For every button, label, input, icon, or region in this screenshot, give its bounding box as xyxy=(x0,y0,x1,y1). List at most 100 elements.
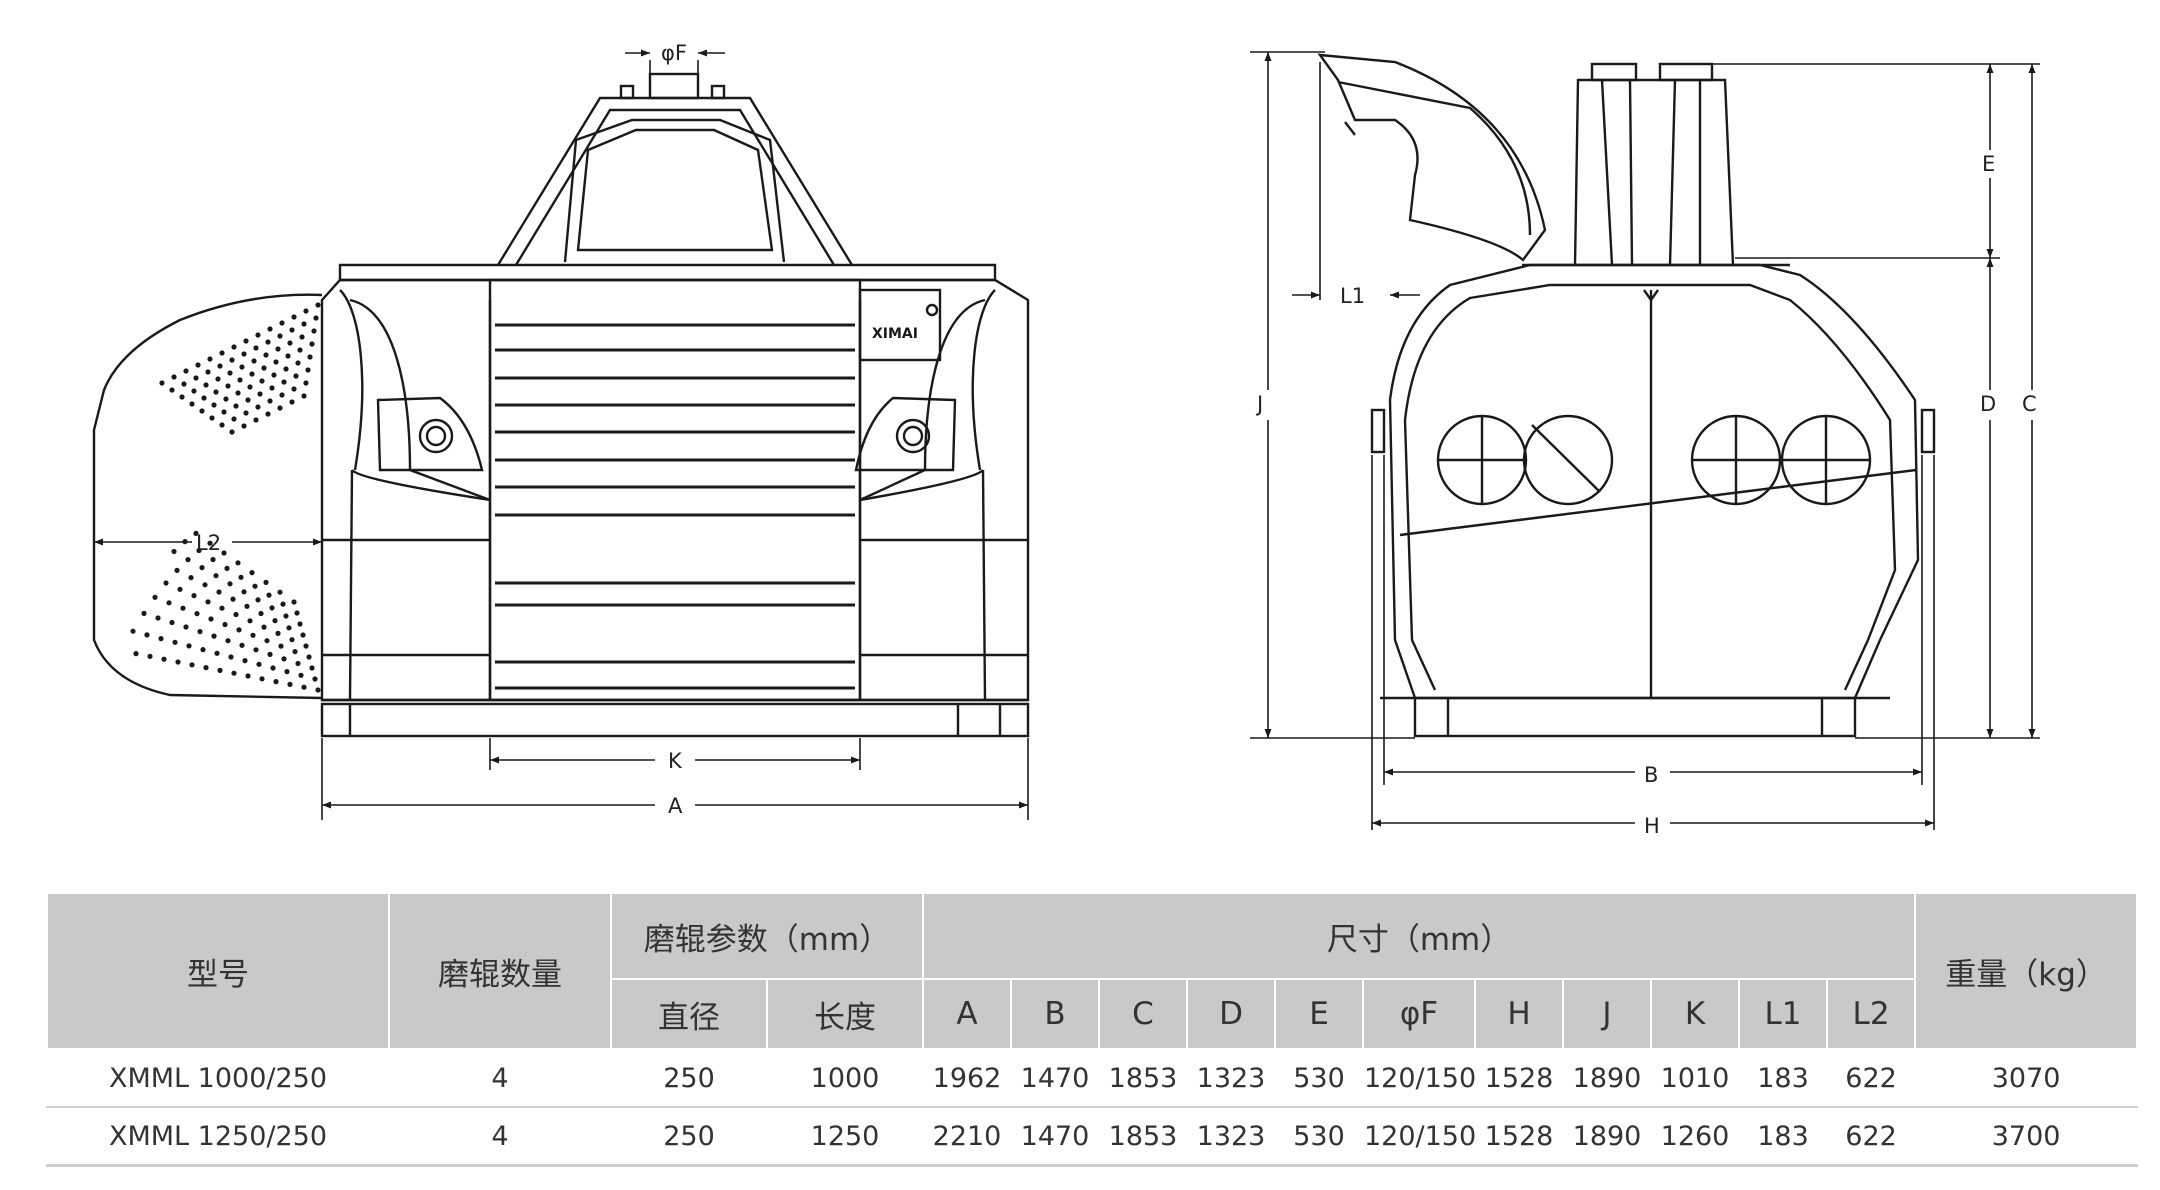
cell-length: 1000 xyxy=(766,1048,924,1108)
perforation-dot xyxy=(298,672,304,678)
perforation-dot xyxy=(266,592,272,598)
front-view xyxy=(320,72,1030,738)
perforation-dot xyxy=(241,423,247,429)
perforation-dot xyxy=(294,610,300,616)
perforation-dot xyxy=(284,669,290,675)
perforation-dot xyxy=(243,410,249,416)
perforation-dot xyxy=(159,380,165,386)
perforation-dot xyxy=(241,589,247,595)
cell-diameter: 250 xyxy=(610,1048,768,1108)
table-header-row-1: 型号 磨辊数量 磨辊参数（mm） 尺寸（mm） 重量（kg） xyxy=(46,892,2139,1050)
perforation-dot xyxy=(175,659,181,665)
perforation-dot xyxy=(297,621,303,627)
header-dim-A: A xyxy=(922,978,1012,1050)
perforation-dot xyxy=(255,597,261,603)
perforation-dot xyxy=(281,656,287,662)
perforation-dot xyxy=(231,670,237,676)
perforation-dot xyxy=(236,627,242,633)
dim-label-E: E xyxy=(1982,152,1995,176)
perforation-dot xyxy=(259,676,265,682)
cell-dim-L2: 622 xyxy=(1825,1048,1917,1108)
perforation-dot xyxy=(199,565,205,571)
front-base xyxy=(320,702,1030,738)
header-dim-H: H xyxy=(1474,978,1564,1050)
perforation-dot xyxy=(155,615,161,621)
perforation-dot xyxy=(205,369,211,375)
cell-dim-E: 530 xyxy=(1274,1048,1364,1108)
perforation-dot xyxy=(166,600,172,606)
header-model: 型号 xyxy=(46,892,390,1050)
perforation-dot xyxy=(235,390,241,396)
header-dim-L2: L2 xyxy=(1825,978,1917,1050)
table-row: XMML 1250/250 4 250 1250 2210 1470 1853 … xyxy=(46,1106,2139,1167)
perforation-dot xyxy=(209,415,215,421)
perforation-dot xyxy=(193,375,199,381)
perforation-dot xyxy=(174,567,180,574)
cell-diameter: 250 xyxy=(610,1106,768,1167)
perforation-dot xyxy=(215,376,221,382)
cell-dim-D: 1323 xyxy=(1186,1048,1276,1108)
perforation-dot xyxy=(285,353,291,359)
perforation-dot xyxy=(283,366,289,372)
perforation-dot xyxy=(315,302,321,308)
perforation-dot xyxy=(312,676,318,682)
perforation-dot xyxy=(207,540,213,546)
perforation-dot xyxy=(263,352,269,358)
perforation-dot xyxy=(303,380,309,386)
perforation-dot xyxy=(247,384,253,390)
perforation-dot xyxy=(219,350,225,356)
perforation-dot xyxy=(269,605,275,611)
perforation-dot xyxy=(130,628,136,634)
perforation-dot xyxy=(235,560,241,566)
cell-weight: 3700 xyxy=(1914,1106,2139,1167)
perforation-dot xyxy=(253,345,259,351)
perforation-dot xyxy=(189,662,195,668)
perforation-dot xyxy=(197,629,203,635)
perforation-dot xyxy=(194,611,200,617)
dim-label-D: D xyxy=(1980,392,1996,416)
perforation-dot xyxy=(201,395,207,401)
perforation-dot xyxy=(133,651,139,657)
header-dim-E: E xyxy=(1274,978,1364,1050)
perforation-dot xyxy=(191,593,197,599)
perforation-dot xyxy=(213,573,219,579)
perforation-dot xyxy=(301,393,307,399)
perforation-dot xyxy=(147,653,153,660)
perforation-dot xyxy=(239,364,245,370)
cell-dim-phiF: 120/150 xyxy=(1362,1048,1476,1108)
perforation-dot xyxy=(287,681,293,688)
perforation-dot xyxy=(249,570,255,576)
perforation-dot xyxy=(141,610,147,617)
dim-label-H: H xyxy=(1644,814,1660,838)
perforation-dot xyxy=(161,656,167,662)
perforation-dot xyxy=(256,661,262,667)
perforation-dot xyxy=(291,314,297,320)
perforation-dot xyxy=(233,403,239,409)
perforation-dot xyxy=(193,530,199,537)
perforation-dot xyxy=(300,632,306,638)
dim-label-C: C xyxy=(2022,392,2037,416)
header-dim-J: J xyxy=(1562,978,1652,1050)
perforation-dot xyxy=(263,579,269,586)
perforation-dot xyxy=(241,351,247,357)
perforation-dot xyxy=(228,654,234,660)
perforation-dot xyxy=(221,550,227,556)
perforation-dot xyxy=(186,643,192,649)
perforation-dot xyxy=(180,605,186,611)
perforation-dot xyxy=(277,405,283,411)
perforation-dot xyxy=(238,574,244,580)
header-dim-C: C xyxy=(1098,978,1188,1050)
perforation-dot xyxy=(249,371,255,377)
perforation-dot xyxy=(202,582,208,588)
perforation-dot xyxy=(295,660,301,667)
perforation-dot xyxy=(273,359,279,365)
perforation-dot xyxy=(219,422,225,428)
perforation-dot xyxy=(208,616,214,622)
brand-logo: XIMAI xyxy=(872,326,918,342)
perforation-dot xyxy=(183,624,189,630)
cell-dim-L2: 622 xyxy=(1825,1106,1917,1167)
perforation-dot xyxy=(144,632,150,638)
perforation-dot xyxy=(315,687,321,693)
table-header-row-2: 直径 长度 A B C D E φF H J K L1 L2 xyxy=(47,978,2137,1050)
cell-dim-C: 1853 xyxy=(1098,1106,1188,1167)
